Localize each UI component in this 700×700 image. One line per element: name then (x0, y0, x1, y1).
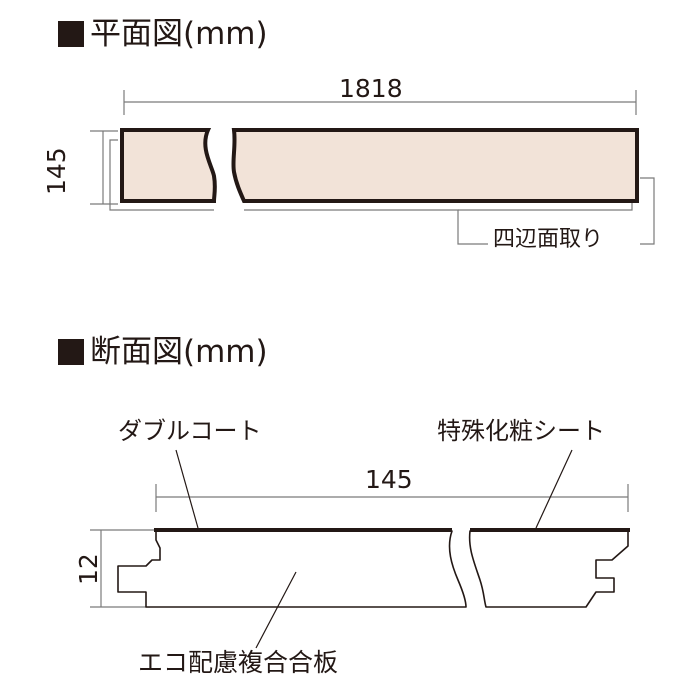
plan-board-left (120, 128, 217, 203)
plan-title-text: 平面図(mm) (90, 16, 268, 52)
plan-chamfer-label: 四辺面取り (493, 227, 604, 252)
section-sheet-label: 特殊化粧シート (437, 417, 605, 445)
section-title: 断面図(mm) (58, 334, 268, 370)
section-width-label: 145 (365, 465, 413, 494)
plan-chamfer-lines (109, 139, 655, 245)
section-title-text: 断面図(mm) (90, 334, 268, 370)
plan-title: 平面図(mm) (58, 16, 268, 52)
section-core-label: エコ配慮複合合板 (138, 648, 339, 677)
section-view (90, 449, 630, 649)
title-square-icon (58, 21, 84, 47)
plan-length-label: 1818 (339, 74, 403, 103)
section-thickness-label: 12 (74, 553, 103, 585)
section-leaders (175, 449, 573, 649)
plan-width-dimension (90, 130, 118, 205)
plan-board-right (231, 128, 639, 203)
section-profile-right (468, 530, 629, 608)
section-top-coat-label: ダブルコート (118, 417, 262, 445)
title-square-icon (58, 339, 84, 365)
section-thickness-dimension (90, 529, 154, 608)
plan-length-dimension (123, 90, 637, 115)
plan-view (90, 90, 655, 245)
plan-width-label: 145 (42, 147, 71, 195)
section-profile-left (117, 530, 467, 608)
section-width-dimension (155, 484, 629, 512)
